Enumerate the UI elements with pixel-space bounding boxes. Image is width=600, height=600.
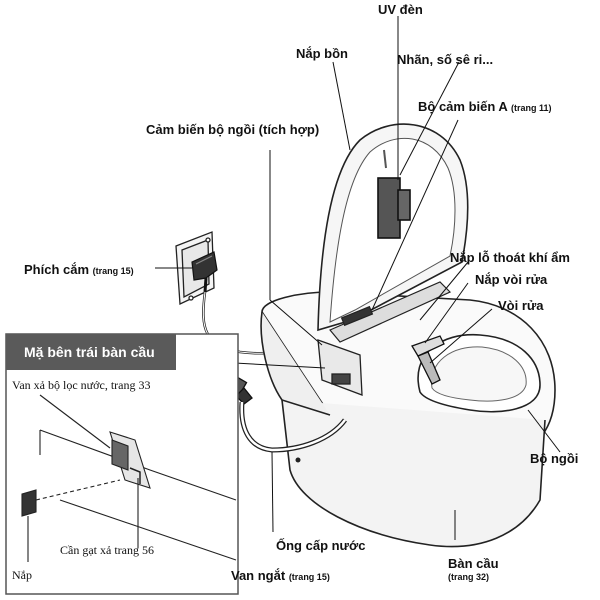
- label-shutoff-valve: Van ngắt (trang 15): [231, 568, 330, 585]
- plug: [191, 251, 218, 293]
- inset-filter-drain-label: Van xả bộ lọc nước, trang 33: [12, 378, 151, 392]
- label-serial: Nhãn, số sê ri...: [397, 52, 494, 67]
- lid: [317, 123, 469, 332]
- label-bowl: Bàn cầu: [448, 556, 499, 571]
- label-sensor-a-page: (trang 11): [510, 103, 552, 113]
- label-shutoff-valve-page: (trang 15): [288, 572, 330, 582]
- label-sensor-a-text: Bộ cảm biến A: [418, 99, 508, 114]
- inset-box: [5, 333, 239, 595]
- side-panel: [317, 339, 363, 396]
- label-deodorizer-cover: Nắp lỗ thoát khí ẩm: [450, 250, 570, 265]
- label-nozzle-cover: Nắp vòi rửa: [475, 272, 548, 287]
- inset-cover-label: Nắp: [12, 568, 32, 582]
- label-plug-page: (trang 15): [92, 266, 134, 276]
- inset-title: Mặ bên trái bàn cầu: [6, 334, 176, 370]
- inset-flush-lever-label: Cần gạt xả trang 56: [60, 543, 154, 557]
- seat-strip: [329, 281, 452, 343]
- label-plug-text: Phích cắm: [24, 262, 90, 277]
- label-seat-sensor: Cảm biến bộ ngồi (tích hợp): [146, 122, 320, 137]
- label-plug: Phích cắm (trang 15): [24, 262, 134, 279]
- label-nozzle: Vòi rửa: [498, 298, 544, 313]
- label-uv-lamp: UV đèn: [378, 2, 423, 17]
- nozzle: [411, 335, 445, 385]
- label-lid: Nắp bồn: [296, 46, 348, 61]
- label-shutoff-valve-text: Van ngắt: [231, 568, 286, 583]
- label-bowl-page: (trang 32): [448, 572, 490, 582]
- label-water-hose: Ống cấp nước: [276, 538, 366, 553]
- leader-lines: [155, 16, 561, 569]
- label-seat-unit: Bộ ngồi: [530, 451, 579, 466]
- label-sensor-a: Bộ cảm biến A (trang 11): [418, 99, 551, 116]
